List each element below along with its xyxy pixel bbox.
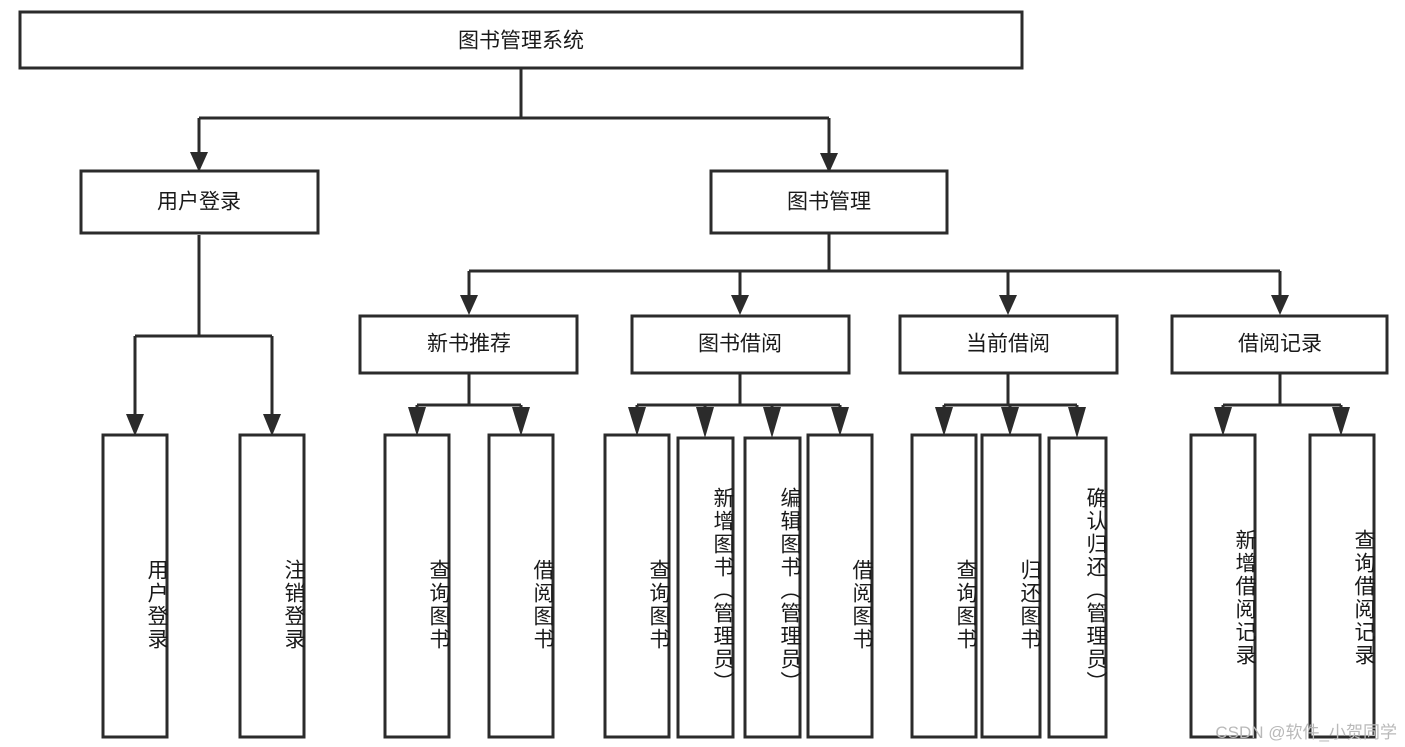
arrowhead-new-book (460, 295, 478, 315)
leaf-box-confirm-return[interactable] (1047, 436, 1108, 739)
arrowhead-current-borrow (999, 295, 1017, 315)
node-new-book-recommend[interactable]: 新书推荐 (358, 314, 579, 375)
leaf-box-borrow-book-1[interactable] (487, 433, 555, 739)
node-user-login-label: 用户登录 (157, 191, 241, 214)
arrowhead-leaf-user-login (126, 414, 144, 436)
arrowhead-leaf-query-3 (935, 407, 953, 436)
leaf-box-query-book-3[interactable] (910, 433, 978, 739)
edges-borrow-record-children (1214, 373, 1350, 436)
arrowhead-user-login (190, 152, 208, 172)
node-new-book-recommend-box[interactable] (358, 314, 579, 375)
node-book-management[interactable]: 图书管理 (709, 169, 949, 235)
leaf-box-query-record[interactable] (1308, 433, 1376, 739)
node-borrow-record-box[interactable] (1170, 314, 1389, 375)
arrowhead-borrow-record (1271, 295, 1289, 315)
leaf-box-query-book-1[interactable] (383, 433, 451, 739)
node-root-box[interactable] (18, 10, 1024, 70)
node-current-borrow-box[interactable] (898, 314, 1119, 375)
node-root[interactable]: 图书管理系统 (18, 10, 1024, 70)
node-current-borrow-label: 当前借阅 (966, 333, 1050, 356)
node-borrow-record-label: 借阅记录 (1238, 333, 1322, 356)
leaf-box-add-record[interactable] (1189, 433, 1257, 739)
edges-user-login-children (126, 235, 281, 436)
arrowhead-leaf-return-book (1001, 407, 1019, 436)
node-book-borrow[interactable]: 图书借阅 (630, 314, 851, 375)
arrowhead-book-management (820, 153, 838, 173)
node-user-login-box[interactable] (79, 169, 320, 235)
edges-book-management-children (460, 232, 1289, 315)
arrowhead-leaf-edit-book (763, 407, 781, 438)
edges-root-level1 (190, 68, 838, 173)
leaf-boxes (101, 433, 1376, 739)
edges-book-borrow-children (628, 373, 849, 438)
edges-new-book-children (408, 373, 530, 436)
arrowhead-leaf-query-record (1332, 407, 1350, 436)
node-new-book-recommend-label: 新书推荐 (427, 333, 511, 356)
node-book-borrow-box[interactable] (630, 314, 851, 375)
node-book-borrow-label: 图书借阅 (698, 333, 782, 356)
node-current-borrow[interactable]: 当前借阅 (898, 314, 1119, 375)
arrowhead-leaf-logout (263, 414, 281, 436)
node-root-label: 图书管理系统 (458, 30, 584, 53)
leaf-box-add-book[interactable] (676, 436, 735, 739)
leaf-box-query-book-2[interactable] (603, 433, 671, 739)
arrowhead-leaf-confirm-return (1068, 407, 1086, 438)
leaf-box-return-book[interactable] (980, 433, 1042, 739)
csdn-watermark: CSDN @软件_小贺同学 (1215, 723, 1397, 742)
arrowhead-leaf-query-2 (628, 407, 646, 436)
arrowhead-leaf-borrow-2 (831, 407, 849, 436)
leaf-box-user-login[interactable] (101, 433, 169, 739)
node-book-management-label: 图书管理 (787, 191, 871, 214)
arrowhead-leaf-add-book (696, 407, 714, 438)
arrowhead-book-borrow (731, 295, 749, 315)
node-book-management-box[interactable] (709, 169, 949, 235)
edges-current-borrow-children (935, 373, 1086, 438)
leaf-box-borrow-book-2[interactable] (806, 433, 874, 739)
arrowhead-leaf-query-1 (408, 407, 426, 436)
leaf-box-logout-login[interactable] (238, 433, 306, 739)
arrowhead-leaf-add-record (1214, 407, 1232, 436)
arrowhead-leaf-borrow-1 (512, 407, 530, 436)
node-borrow-record[interactable]: 借阅记录 (1170, 314, 1389, 375)
node-user-login[interactable]: 用户登录 (79, 169, 320, 235)
leaf-box-edit-book[interactable] (743, 436, 802, 739)
